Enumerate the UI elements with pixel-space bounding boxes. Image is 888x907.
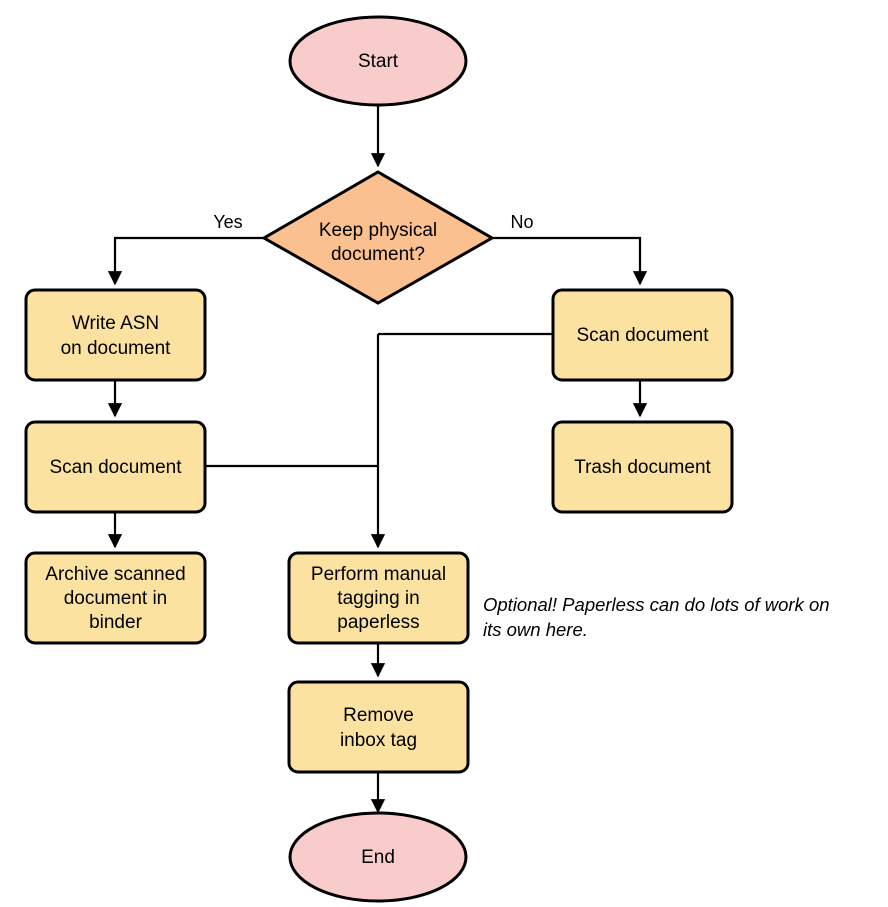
edge-decision-yes-to-write-asn (107, 236, 264, 286)
trash-document-label: Trash document (574, 457, 711, 478)
optional-note-line1: Optional! Paperless can do lots of work … (483, 594, 830, 615)
write-asn-label-line1: Write ASN (72, 313, 159, 334)
node-scan-document-left[interactable]: Scan document (24, 420, 207, 514)
scan-document-right-label: Scan document (576, 325, 709, 346)
remove-inbox-tag-box (287, 680, 470, 774)
tagging-label-line1: Perform manual (311, 564, 446, 585)
node-write-asn[interactable]: Write ASN on document (24, 288, 207, 382)
node-trash-document[interactable]: Trash document (551, 420, 734, 514)
node-archive-scanned-document[interactable]: Archive scanned document in binder (24, 551, 207, 645)
decision-label-line1: Keep physical (319, 220, 437, 241)
end-ellipse (288, 811, 468, 903)
write-asn-box (24, 288, 207, 382)
node-remove-inbox-tag[interactable]: Remove inbox tag (287, 680, 470, 774)
trash-document-box (551, 420, 734, 514)
archive-label-line3: binder (89, 612, 142, 633)
edge-label-yes: Yes (213, 212, 242, 232)
optional-note-line2: its own here. (483, 619, 588, 640)
scan-document-right-box (551, 288, 734, 382)
node-perform-manual-tagging[interactable]: Perform manual tagging in paperless (287, 551, 470, 645)
node-scan-document-right[interactable]: Scan document (551, 288, 734, 382)
remove-inbox-label-line1: Remove (343, 705, 414, 726)
remove-inbox-label-line2: inbox tag (340, 730, 417, 751)
start-ellipse (288, 15, 468, 107)
decision-diamond (260, 170, 496, 305)
tagging-box (287, 551, 470, 645)
node-start[interactable]: Start (288, 15, 468, 107)
node-end[interactable]: End (288, 811, 468, 903)
start-label: Start (358, 51, 399, 72)
tagging-label-line2: tagging in (337, 588, 419, 609)
scan-document-left-box (24, 420, 207, 514)
archive-label-line2: document in (64, 588, 168, 609)
edge-decision-no-to-scan-right (492, 236, 648, 286)
node-decision-keep-physical-document[interactable]: Keep physical document? (260, 170, 496, 305)
write-asn-label-line2: on document (61, 338, 172, 359)
end-label: End (361, 847, 395, 868)
scan-document-left-label: Scan document (49, 457, 182, 478)
tagging-label-line3: paperless (337, 612, 419, 633)
archive-label-line1: Archive scanned (45, 564, 185, 585)
archive-box (24, 551, 207, 645)
edge-label-no: No (510, 212, 533, 232)
decision-label-line2: document? (331, 244, 425, 265)
